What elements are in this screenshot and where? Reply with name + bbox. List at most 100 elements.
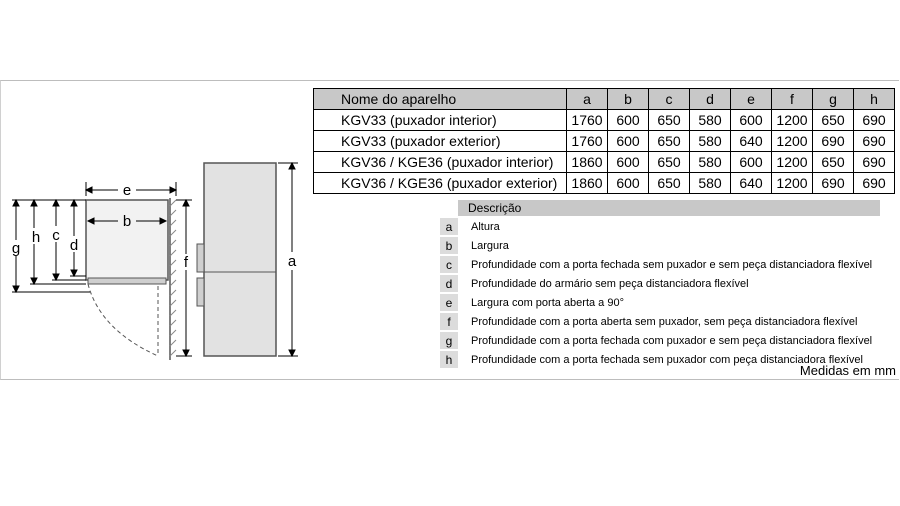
table-cell: 640 <box>730 130 772 152</box>
table-row: KGV33 (puxador exterior) 1760 600 650 58… <box>313 130 895 152</box>
table-cell: 690 <box>812 130 854 152</box>
table-cell: 690 <box>853 109 895 131</box>
list-item: b Largura <box>440 237 880 254</box>
table-cell: 650 <box>648 130 690 152</box>
label-h: h <box>32 229 40 246</box>
label-c: c <box>52 227 60 244</box>
header-cell: Nome do aparelho <box>313 88 567 110</box>
units-note: Medidas em mm <box>799 363 896 378</box>
label-g: g <box>12 240 20 257</box>
legend-text: Largura <box>471 239 509 252</box>
label-b: b <box>123 213 131 230</box>
table-cell: 640 <box>730 172 772 194</box>
dimension-e <box>84 182 178 196</box>
legend-text: Profundidade com a porta fechada sem pux… <box>471 353 863 366</box>
table-cell: 1760 <box>566 109 608 131</box>
legend-key: h <box>440 351 458 368</box>
table-cell: KGV36 / KGE36 (puxador interior) <box>313 151 567 173</box>
table-cell: KGV33 (puxador interior) <box>313 109 567 131</box>
table-cell: 1200 <box>771 151 813 173</box>
table-cell: 690 <box>853 151 895 173</box>
table-cell: KGV36 / KGE36 (puxador exterior) <box>313 172 567 194</box>
legend-text: Altura <box>471 220 500 233</box>
legend-header-row: Descrição <box>440 200 881 216</box>
table-cell: 650 <box>648 109 690 131</box>
label-e: e <box>123 182 131 199</box>
table-cell: 600 <box>607 172 649 194</box>
legend-title: Descrição <box>458 200 881 216</box>
header-cell: a <box>566 88 608 110</box>
table-cell: 600 <box>730 151 772 173</box>
table-cell: 1200 <box>771 130 813 152</box>
legend-key: g <box>440 332 458 349</box>
table-cell: 1200 <box>771 109 813 131</box>
table-row: KGV36 / KGE36 (puxador exterior) 1860 60… <box>313 172 895 194</box>
door-closed-top-view <box>87 277 167 285</box>
legend-text: Profundidade com a porta fechada sem pux… <box>471 258 873 271</box>
table-cell: 580 <box>689 151 731 173</box>
legend-text: Profundidade do armário sem peça distanc… <box>471 277 749 290</box>
table-cell: 690 <box>853 130 895 152</box>
legend-key: f <box>440 313 458 330</box>
table-cell: 580 <box>689 172 731 194</box>
label-a: a <box>288 253 297 270</box>
legend-header-spacer <box>440 200 458 216</box>
description-legend: Descrição a Altura b Largura c Profundid… <box>440 198 881 370</box>
table-cell: 580 <box>689 130 731 152</box>
cabinet-top-view <box>85 199 169 281</box>
dimensions-table: Nome do aparelho a b c d e f g h KGV33 (… <box>313 88 895 194</box>
legend-text: Largura com porta aberta a 90° <box>471 296 624 309</box>
table-cell: 1760 <box>566 130 608 152</box>
legend-text: Profundidade com a porta aberta sem puxa… <box>471 315 858 328</box>
header-cell: c <box>648 88 690 110</box>
table-row: KGV33 (puxador interior) 1760 600 650 58… <box>313 109 895 131</box>
legend-key: b <box>440 237 458 254</box>
table-cell: 650 <box>812 151 854 173</box>
table-cell: 580 <box>689 109 731 131</box>
list-item: d Profundidade do armário sem peça dista… <box>440 275 880 292</box>
table-cell: 650 <box>812 109 854 131</box>
dimension-a <box>278 161 298 358</box>
list-item: e Largura com porta aberta a 90° <box>440 294 880 311</box>
header-cell: d <box>689 88 731 110</box>
legend-key: a <box>440 218 458 235</box>
legend-text: Profundidade com a porta fechada com pux… <box>471 334 873 347</box>
header-cell: h <box>853 88 895 110</box>
table-cell: 600 <box>607 151 649 173</box>
table-cell: 1860 <box>566 151 608 173</box>
header-cell: e <box>730 88 772 110</box>
upper-handle <box>196 243 205 273</box>
table-row: KGV36 / KGE36 (puxador interior) 1860 60… <box>313 151 895 173</box>
table-cell: 690 <box>853 172 895 194</box>
table-cell: 1200 <box>771 172 813 194</box>
label-d: d <box>70 237 78 254</box>
table-cell: 690 <box>812 172 854 194</box>
header-cell: b <box>607 88 649 110</box>
content-frame <box>0 80 899 380</box>
label-f: f <box>184 254 189 271</box>
table-cell: 600 <box>730 109 772 131</box>
header-cell: g <box>812 88 854 110</box>
door-swing-arc <box>87 283 159 357</box>
legend-key: d <box>440 275 458 292</box>
list-item: g Profundidade com a porta fechada com p… <box>440 332 880 349</box>
wall-hatch <box>169 199 177 357</box>
table-cell: KGV33 (puxador exterior) <box>313 130 567 152</box>
dimension-b <box>86 217 168 225</box>
table-cell: 650 <box>648 151 690 173</box>
dimensions-left <box>12 198 90 294</box>
list-item: a Altura <box>440 218 880 235</box>
lower-handle <box>196 277 205 307</box>
table-cell: 600 <box>607 109 649 131</box>
legend-key: c <box>440 256 458 273</box>
table-header-row: Nome do aparelho a b c d e f g h <box>313 88 895 110</box>
list-item: f Profundidade com a porta aberta sem pu… <box>440 313 880 330</box>
list-item: c Profundidade com a porta fechada sem p… <box>440 256 880 273</box>
table-cell: 650 <box>648 172 690 194</box>
fridge-side-view <box>203 162 277 357</box>
table-cell: 600 <box>607 130 649 152</box>
dimension-f <box>176 198 192 358</box>
header-cell: f <box>771 88 813 110</box>
list-item: h Profundidade com a porta fechada sem p… <box>440 351 880 368</box>
fridge-dimension-drawing: e b g h c d f a <box>12 161 298 360</box>
